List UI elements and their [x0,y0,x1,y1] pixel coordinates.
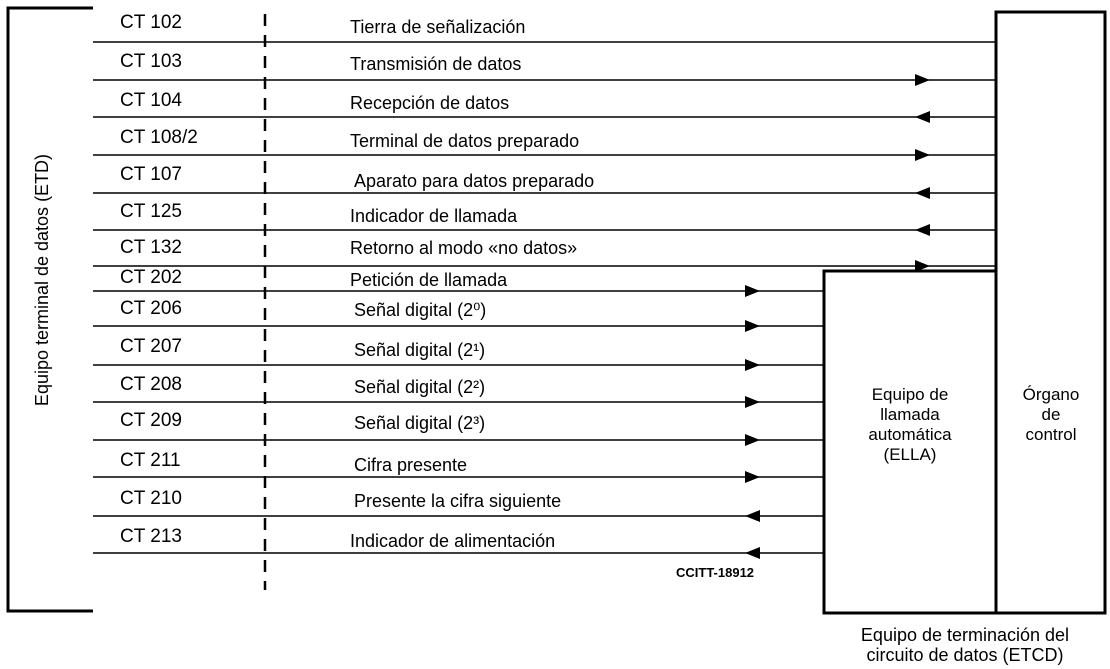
dte-box [6,6,93,613]
ella-label-line: automática [868,425,952,444]
circuit-signal-name: Señal digital (2⁰) [354,300,487,320]
circuit-number: CT 213 [120,526,182,547]
arrow-right-icon [745,434,760,446]
circuit-number: CT 202 [120,267,182,288]
control-label-line: de [1041,405,1061,424]
circuit-signal-name: Petición de llamada [350,270,508,290]
circuit-number: CT 104 [120,90,182,111]
reference-code: CCITT-18912 [676,565,755,580]
circuit-number: CT 132 [120,237,182,258]
circuit-number: CT 208 [120,374,182,395]
etcd-caption: Equipo de terminación del circuito de da… [825,625,1105,665]
circuit-number: CT 210 [120,488,182,509]
ella-label-line: Equipo de [871,385,949,404]
arrow-right-icon [915,149,930,161]
ella-label-line: llamada [880,405,940,424]
circuit-number: CT 209 [120,410,182,431]
circuit-number: CT 103 [120,51,182,72]
circuit-number: CT 211 [120,450,181,471]
circuit-signal-name: Señal digital (2²) [354,377,486,397]
arrow-right-icon [915,74,930,86]
circuit-signal-name: Aparato para datos preparado [354,171,595,191]
control-label-line: control [1025,425,1077,444]
arrow-right-icon [915,260,930,272]
circuit-signal-name: Recepción de datos [350,93,510,113]
control-box-label: Órgano de control [998,385,1104,445]
circuit-signal-name: Transmisión de datos [350,54,522,74]
circuit-signal-name: Indicador de alimentación [350,531,556,551]
control-label-line: Órgano [1022,385,1080,404]
etcd-caption-line: Equipo de terminación del [860,625,1070,645]
arrow-left-icon [915,111,930,123]
arrow-left-icon [745,510,760,522]
arrow-left-icon [915,224,930,236]
arrow-right-icon [745,359,760,371]
etcd-caption-line: circuito de datos (ETCD) [866,645,1064,665]
circuit-number: CT 102 [120,12,182,33]
arrow-right-icon [745,285,760,297]
circuit-signal-name: Indicador de llamada [350,206,518,226]
circuit-number: CT 207 [120,336,182,357]
circuit-number: CT 107 [120,164,182,185]
ella-box-label: Equipo de llamada automática (ELLA) [826,385,994,465]
circuit-signal-name: Presente la cifra siguiente [354,491,562,511]
circuit-signal-name: Señal digital (2³) [354,413,486,433]
arrow-right-icon [745,320,760,332]
ella-label-line: (ELLA) [883,445,937,464]
circuit-signal-name: Tierra de señalización [350,17,526,37]
circuit-number: CT 206 [120,298,182,319]
circuit-signal-name: Retorno al modo «no datos» [350,238,578,258]
circuit-number: CT 125 [120,201,182,222]
arrow-right-icon [745,471,760,483]
circuit-signal-name: Señal digital (2¹) [354,340,486,360]
arrow-right-icon [745,396,760,408]
circuit-signal-name: Cifra presente [354,455,468,475]
circuit-number: CT 108/2 [120,127,198,148]
arrow-left-icon [745,547,760,559]
dte-label: Equipo terminal de datos (ETD) [32,153,52,407]
etcd-box [822,10,1107,615]
arrow-left-icon [915,187,930,199]
circuit-signal-name: Terminal de datos preparado [350,131,580,151]
